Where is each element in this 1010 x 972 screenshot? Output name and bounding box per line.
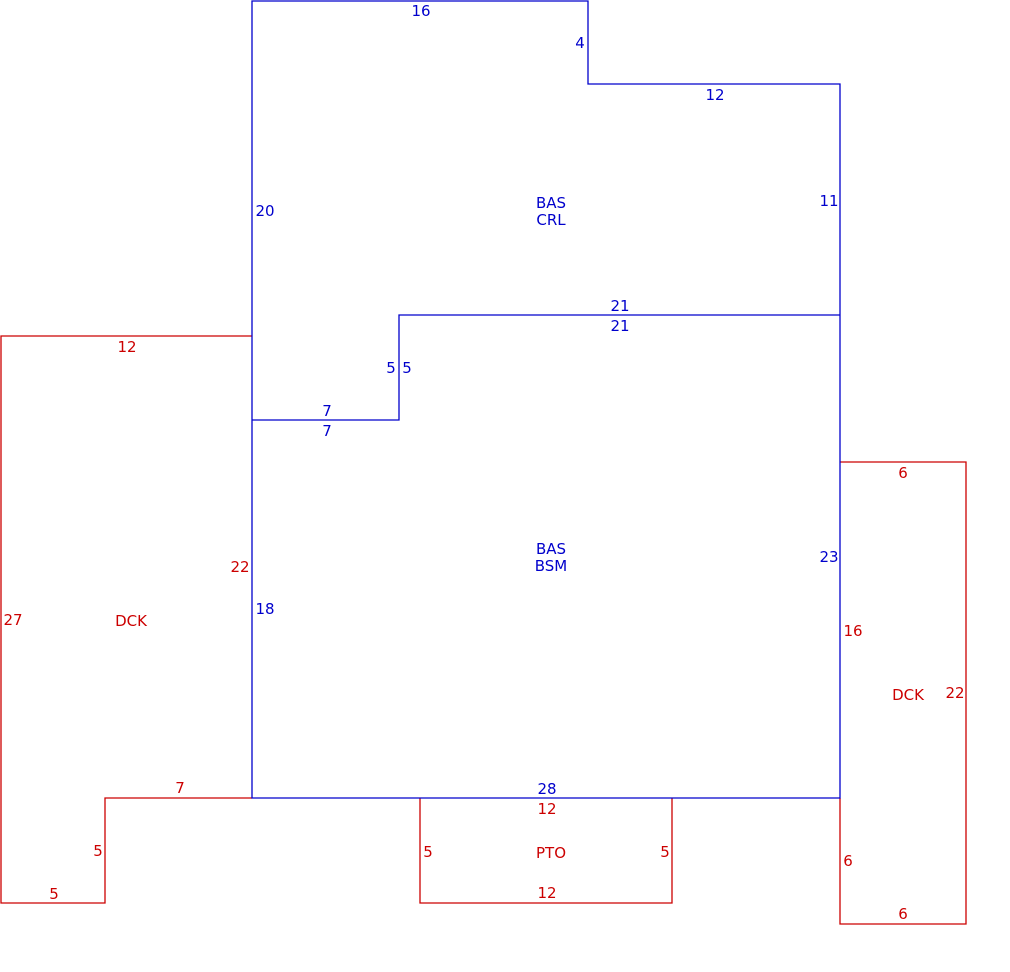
dim-lower-bottom: 28 <box>537 780 556 798</box>
dim-patio-left: 5 <box>423 843 433 861</box>
upper-area-sub: CRL <box>536 211 566 229</box>
dim-ldeck-top: 12 <box>117 338 136 356</box>
dim-rdeck-top: 6 <box>898 464 908 482</box>
dim-ldeck-left: 27 <box>3 611 22 629</box>
upper-area-code: BAS <box>536 194 566 212</box>
dim-upper-top: 16 <box>411 2 430 20</box>
dim-patio-right: 5 <box>660 843 670 861</box>
lower-area-sub: BSM <box>535 557 568 575</box>
dim-ldeck-bottom-step: 7 <box>175 779 185 797</box>
dim-mid-top-lower: 21 <box>610 317 629 335</box>
left-deck-label: DCK <box>115 612 148 630</box>
dim-mid-left-upper: 7 <box>322 402 332 420</box>
left-deck-outline <box>0 335 252 904</box>
dim-ldeck-step-vert: 5 <box>93 842 103 860</box>
mid-division-line <box>252 314 840 421</box>
dim-mid-left-lower: 7 <box>322 422 332 440</box>
dim-patio-bottom: 12 <box>537 884 556 902</box>
lower-area-code: BAS <box>536 540 566 558</box>
dim-upper-step: 4 <box>575 34 585 52</box>
dim-mid-step-right: 5 <box>402 359 412 377</box>
dim-upper-left: 20 <box>255 202 274 220</box>
upper-level-outline <box>251 0 841 420</box>
dim-patio-top: 12 <box>537 800 556 818</box>
patio-label: PTO <box>536 844 566 862</box>
dim-rdeck-lower-left: 6 <box>843 852 853 870</box>
dim-lower-left: 18 <box>255 600 274 618</box>
dim-rdeck-right: 22 <box>945 684 964 702</box>
dim-ldeck-inner: 22 <box>230 558 249 576</box>
dim-rdeck-left: 16 <box>843 622 862 640</box>
dim-upper-top-right: 12 <box>705 86 724 104</box>
dim-mid-step-left: 5 <box>386 359 396 377</box>
right-deck-label: DCK <box>892 686 925 704</box>
dim-upper-right: 11 <box>819 192 838 210</box>
dim-mid-top-upper: 21 <box>610 297 629 315</box>
right-deck-outline <box>839 461 967 925</box>
dim-lower-right: 23 <box>819 548 838 566</box>
patio-outline <box>419 798 673 904</box>
dim-ldeck-bottom: 5 <box>49 885 59 903</box>
lower-level-outline <box>251 315 841 799</box>
dim-rdeck-bottom: 6 <box>898 905 908 923</box>
